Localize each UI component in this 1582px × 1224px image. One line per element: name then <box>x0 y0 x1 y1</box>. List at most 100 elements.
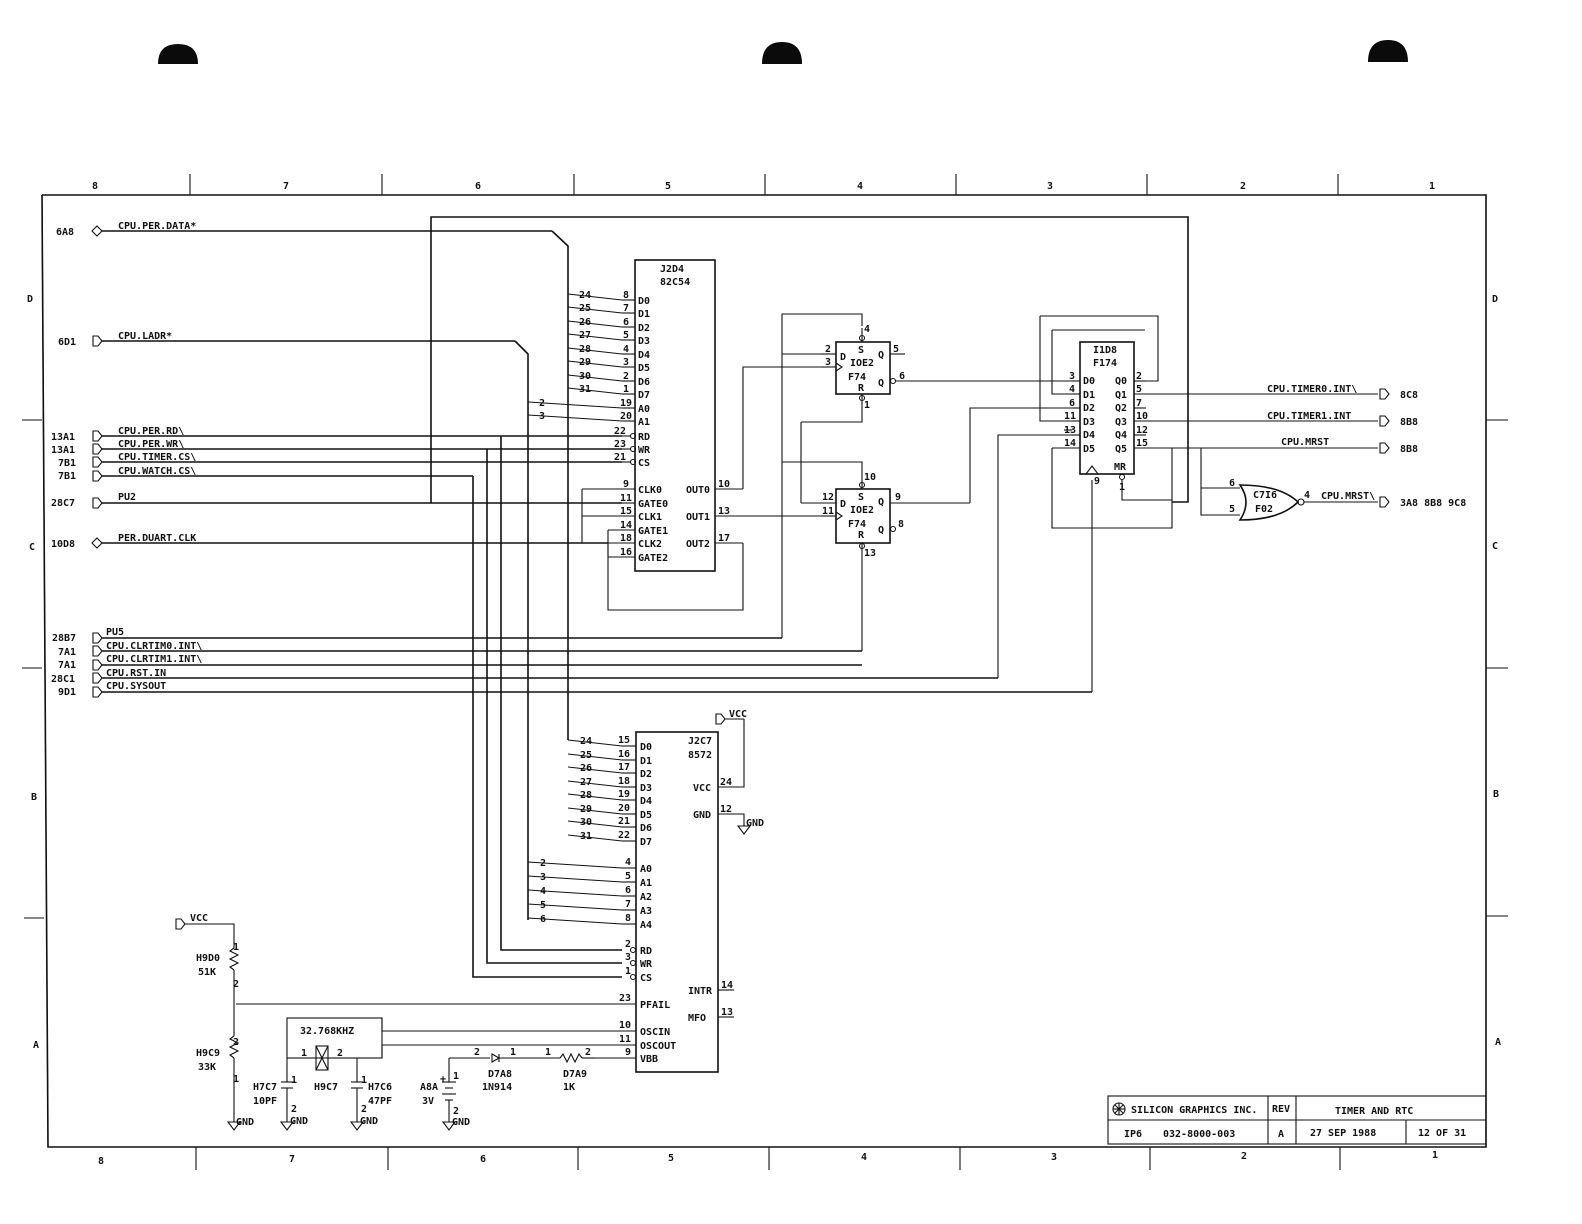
svg-text:25: 25 <box>579 303 591 314</box>
signal-name: CPU.CLRTIM0.INT\ <box>106 641 202 652</box>
svg-text:3: 3 <box>825 357 831 368</box>
signal-ref: 9D1 <box>58 687 76 698</box>
svg-text:29: 29 <box>580 804 592 815</box>
svg-text:F02: F02 <box>1255 504 1273 515</box>
svg-text:RD: RD <box>638 432 650 443</box>
row-label: C <box>1492 541 1498 552</box>
svg-text:15: 15 <box>620 506 632 517</box>
svg-text:RD: RD <box>640 946 652 957</box>
svg-text:8: 8 <box>623 290 629 301</box>
signal-ref: 7B1 <box>58 471 76 482</box>
col-label: 2 <box>1240 181 1246 192</box>
row-label: D <box>1492 294 1498 305</box>
svg-text:CLK2: CLK2 <box>638 539 662 550</box>
chip-ref: J2D4 <box>660 264 684 275</box>
svg-text:CLK1: CLK1 <box>638 512 662 523</box>
svg-text:S: S <box>858 345 864 356</box>
svg-text:Q: Q <box>878 497 884 508</box>
svg-text:D: D <box>840 499 846 510</box>
col-label: 1 <box>1429 181 1435 192</box>
svg-text:13: 13 <box>1064 425 1076 436</box>
col-label: 6 <box>480 1154 486 1165</box>
svg-text:19: 19 <box>618 789 630 800</box>
svg-text:D7A8: D7A8 <box>488 1069 512 1080</box>
svg-text:VCC: VCC <box>693 783 711 794</box>
svg-text:2: 2 <box>474 1047 480 1058</box>
svg-text:PFAIL: PFAIL <box>640 1000 670 1011</box>
svg-text:VCC: VCC <box>190 913 208 924</box>
svg-text:C7I6: C7I6 <box>1253 490 1277 501</box>
svg-text:Q1: Q1 <box>1115 390 1127 401</box>
svg-text:1: 1 <box>233 942 239 953</box>
signal-name: PU2 <box>118 492 136 503</box>
svg-text:1: 1 <box>545 1047 551 1058</box>
svg-text:GND: GND <box>360 1116 378 1127</box>
title-block: SILICON GRAPHICS INC. REV TIMER AND RTC … <box>1107 1095 1487 1145</box>
svg-text:8C8: 8C8 <box>1400 390 1418 401</box>
document-number: 032-8000-003 <box>1163 1129 1235 1140</box>
svg-text:D: D <box>840 352 846 363</box>
svg-text:2: 2 <box>825 344 831 355</box>
svg-text:33K: 33K <box>198 1062 216 1073</box>
svg-text:13: 13 <box>864 548 876 559</box>
svg-text:10: 10 <box>1136 411 1148 422</box>
signal-ref: 10D8 <box>51 539 75 550</box>
svg-text:22: 22 <box>614 426 626 437</box>
svg-text:D2: D2 <box>1083 403 1095 414</box>
svg-text:2: 2 <box>623 371 629 382</box>
project: IP6 <box>1124 1129 1142 1140</box>
svg-text:A8A: A8A <box>420 1082 438 1093</box>
svg-text:10: 10 <box>619 1020 631 1031</box>
svg-text:2: 2 <box>361 1104 367 1115</box>
svg-text:25: 25 <box>580 750 592 761</box>
svg-text:D3: D3 <box>640 783 652 794</box>
svg-text:23: 23 <box>614 439 626 450</box>
svg-text:D7: D7 <box>640 837 652 848</box>
svg-text:5: 5 <box>893 344 899 355</box>
svg-text:H9C7: H9C7 <box>314 1082 338 1093</box>
right-signals: CPU.TIMER0.INT\ 8C8 CPU.TIMER1.INT 8B8 C… <box>1267 384 1466 509</box>
svg-text:H7C6: H7C6 <box>368 1082 392 1093</box>
svg-text:4: 4 <box>625 857 631 868</box>
svg-text:Q4: Q4 <box>1115 430 1127 441</box>
svg-text:2: 2 <box>1136 371 1142 382</box>
signal-name: CPU.PER.WR\ <box>118 439 184 450</box>
svg-text:24: 24 <box>720 777 732 788</box>
signal-ref: 6A8 <box>56 227 74 238</box>
svg-text:7: 7 <box>1136 398 1142 409</box>
signal-name: CPU.PER.DATA* <box>118 221 196 232</box>
signal-name: PU5 <box>106 627 124 638</box>
svg-text:2: 2 <box>233 979 239 990</box>
svg-text:GATE0: GATE0 <box>638 499 668 510</box>
svg-text:4: 4 <box>540 886 546 897</box>
svg-text:30: 30 <box>579 371 591 382</box>
svg-text:CPU.MRST\: CPU.MRST\ <box>1321 491 1375 502</box>
col-label: 3 <box>1051 1152 1057 1163</box>
svg-text:11: 11 <box>620 493 632 504</box>
svg-text:2: 2 <box>625 939 631 950</box>
svg-text:INTR: INTR <box>688 986 713 997</box>
svg-text:10: 10 <box>864 472 876 483</box>
svg-text:D0: D0 <box>638 296 650 307</box>
svg-text:29: 29 <box>579 357 591 368</box>
svg-text:1: 1 <box>625 966 631 977</box>
svg-text:8B8: 8B8 <box>1400 417 1418 428</box>
svg-text:4: 4 <box>1304 490 1310 501</box>
nor-gate-c7i6: C7I6 F02 6 5 4 <box>1229 478 1378 521</box>
signal-name: CPU.WATCH.CS\ <box>118 466 196 477</box>
svg-text:D5: D5 <box>1083 444 1095 455</box>
svg-text:1N914: 1N914 <box>482 1082 512 1093</box>
svg-text:J2C7: J2C7 <box>688 736 712 747</box>
svg-text:31: 31 <box>579 384 591 395</box>
svg-text:D4: D4 <box>638 350 650 361</box>
svg-text:F74: F74 <box>848 372 866 383</box>
row-label: B <box>31 792 37 803</box>
svg-text:R: R <box>858 530 865 541</box>
svg-text:5: 5 <box>540 900 546 911</box>
svg-text:A4: A4 <box>640 920 652 931</box>
svg-text:D5: D5 <box>640 810 652 821</box>
svg-text:R: R <box>858 383 865 394</box>
svg-text:1: 1 <box>453 1071 459 1082</box>
signal-ref: 28C1 <box>51 674 75 685</box>
svg-text:27: 27 <box>580 777 592 788</box>
